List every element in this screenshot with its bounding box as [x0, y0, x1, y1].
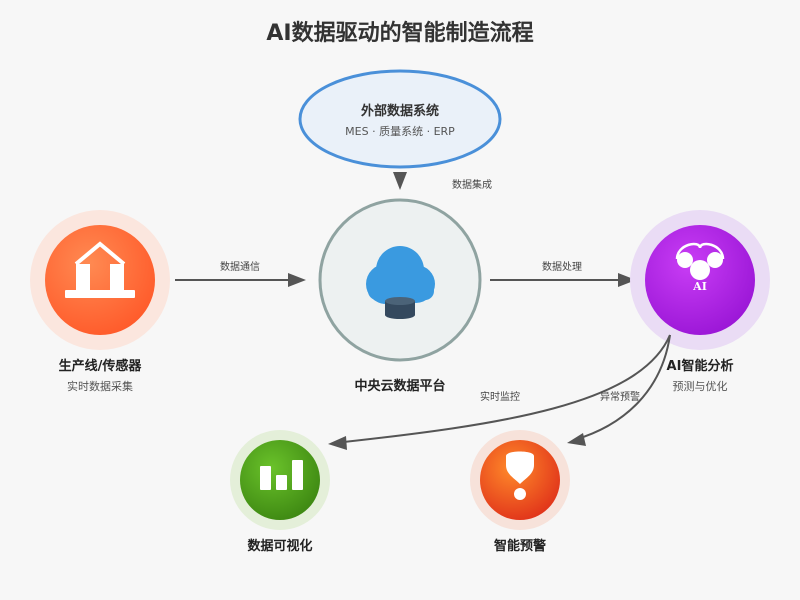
edge-integration: 数据集成 [393, 172, 492, 191]
edge-label-integration: 数据集成 [452, 178, 492, 191]
alert-title: 智能预警 [494, 538, 546, 554]
ai-icon-label: AI [692, 280, 707, 293]
factory-icon [65, 241, 135, 298]
arrowhead-left [328, 436, 347, 450]
production-subtitle: 实时数据采集 [67, 379, 133, 393]
external-system-node: 外部数据系统 MES · 质量系统 · ERP [298, 69, 502, 169]
alert-node: 智能预警 [470, 430, 570, 554]
ai-title: AI智能分析 [667, 358, 734, 374]
ai-subtitle: 预测与优化 [673, 379, 728, 393]
edge-label-communication: 数据通信 [220, 260, 260, 273]
bar-chart-icon [260, 460, 303, 490]
external-system-title: 外部数据系统 [360, 103, 439, 119]
arrowhead-down [393, 172, 407, 190]
edge-label-alerting: 异常预警 [600, 390, 640, 403]
production-title: 生产线/传感器 [59, 358, 143, 374]
edge-label-processing: 数据处理 [542, 260, 582, 273]
production-node: 生产线/传感器 实时数据采集 [30, 210, 170, 393]
arrowhead-left [567, 433, 586, 446]
page-title: AI数据驱动的智能制造流程 [266, 20, 533, 46]
edge-processing: 数据处理 [490, 260, 636, 287]
edge-alerting: 异常预警 [567, 334, 671, 446]
arrowhead-right [288, 273, 306, 287]
cloud-database-icon [366, 246, 435, 319]
external-system-subtitle: MES · 质量系统 · ERP [345, 125, 455, 138]
visualization-node: 数据可视化 [230, 430, 330, 554]
edge-monitoring: 实时监控 [328, 334, 671, 450]
cloud-platform-node: 中央云数据平台 [318, 198, 482, 394]
visualization-title: 数据可视化 [247, 538, 312, 554]
brain-icon: AI [675, 242, 725, 293]
cloud-title: 中央云数据平台 [354, 378, 445, 394]
ai-analysis-node: AI AI智能分析 预测与优化 [630, 210, 770, 393]
warning-icon [506, 451, 534, 500]
edge-communication: 数据通信 [175, 260, 306, 287]
arrowhead-right [618, 273, 636, 287]
edge-label-monitoring: 实时监控 [480, 390, 520, 403]
